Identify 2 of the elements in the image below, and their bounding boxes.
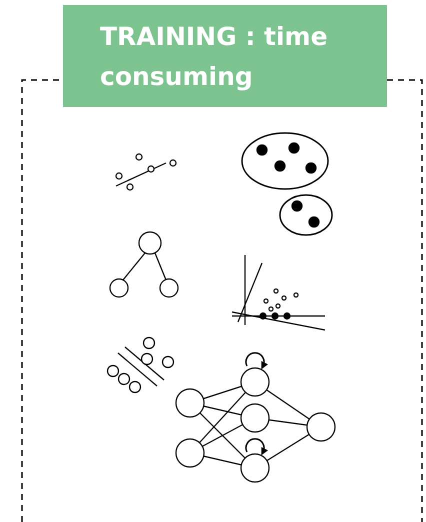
heading-banner bbox=[63, 5, 387, 107]
heading-text: TRAINING : time consuming bbox=[100, 21, 329, 93]
